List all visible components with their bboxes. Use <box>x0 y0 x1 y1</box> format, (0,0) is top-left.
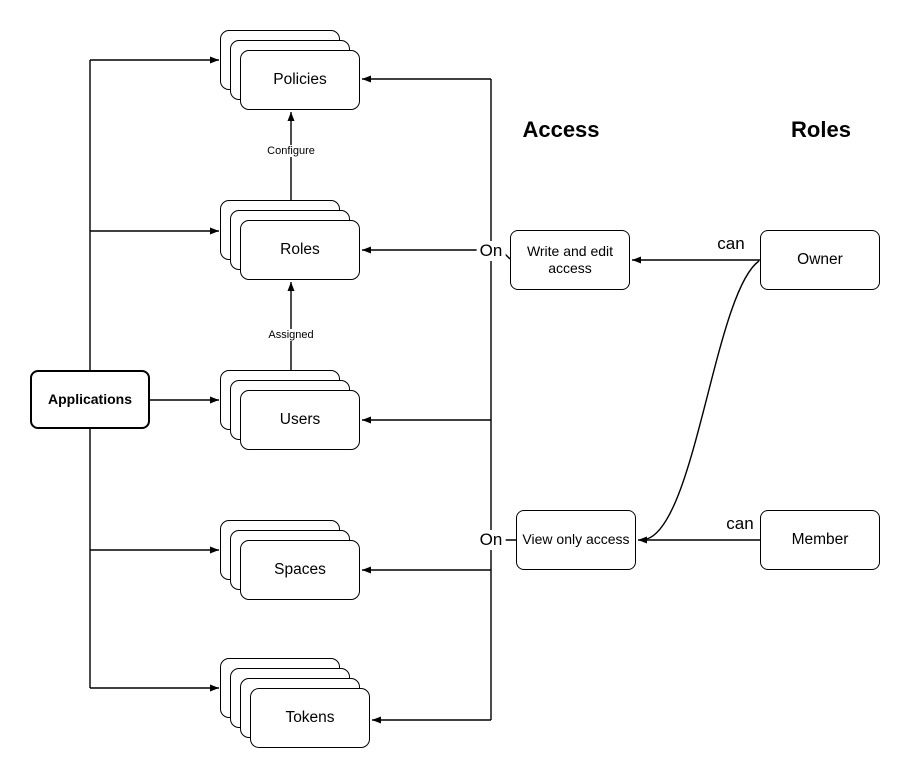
node-member: Member <box>760 510 880 570</box>
edge-label-on-lower: On <box>476 530 506 550</box>
node-owner: Owner <box>760 230 880 290</box>
node-write-access: Write and edit access <box>510 230 630 290</box>
edge-label-assigned: Assigned <box>265 329 317 341</box>
edge-owner-to-view-access-curve <box>646 260 760 540</box>
heading-access: Access <box>522 117 600 142</box>
node-view-access-label: View only access <box>522 531 630 548</box>
node-write-access-label: Write and edit access <box>526 242 614 277</box>
node-spaces: Spaces <box>240 540 360 600</box>
edge-label-can-lower: can <box>723 514 757 534</box>
node-owner-label: Owner <box>797 251 843 269</box>
node-policies-label: Policies <box>273 70 327 88</box>
edge-label-configure: Configure <box>264 145 318 157</box>
node-view-access: View only access <box>516 510 636 570</box>
edge-label-can-upper: can <box>714 234 748 254</box>
node-member-label: Member <box>791 531 849 549</box>
node-policies: Policies <box>240 50 360 110</box>
heading-roles: Roles <box>791 117 851 142</box>
node-applications: Applications <box>30 370 150 429</box>
node-tokens-label: Tokens <box>285 708 335 726</box>
node-users-label: Users <box>279 410 321 428</box>
node-tokens: Tokens <box>250 688 370 748</box>
edge-label-on-upper: On <box>476 241 506 261</box>
node-applications-label: Applications <box>47 390 132 407</box>
node-spaces-label: Spaces <box>274 560 326 578</box>
node-roles: Roles <box>240 220 360 280</box>
node-roles-label: Roles <box>280 240 320 258</box>
node-users: Users <box>240 390 360 450</box>
